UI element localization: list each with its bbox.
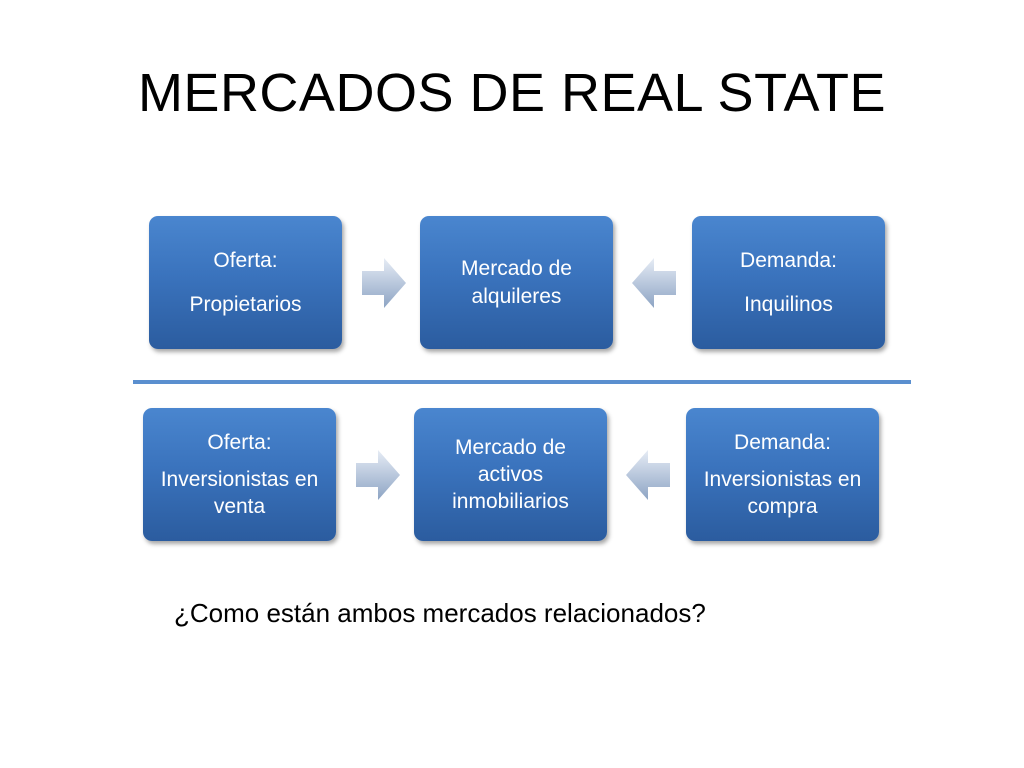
market-text-1: Mercado de — [461, 257, 572, 281]
market-text-2: alquileres — [471, 284, 562, 308]
supply-text-1: Inversionistas en — [160, 467, 319, 491]
market-text-2: activos — [477, 462, 544, 486]
market-box-rental: Mercado de alquileres — [420, 216, 613, 349]
supply-text-2: venta — [213, 495, 266, 519]
market-text-3: inmobiliarios — [452, 490, 569, 514]
supply-text: Propietarios — [189, 292, 302, 316]
question-text: ¿Como están ambos mercados relacionados? — [174, 598, 706, 628]
supply-box-rental: Oferta: Propietarios — [149, 216, 342, 349]
left-arrow-icon — [626, 450, 670, 500]
supply-heading: Oferta: — [207, 430, 272, 454]
right-arrow-icon — [362, 258, 406, 308]
demand-heading: Demanda: — [740, 249, 837, 273]
demand-box-rental: Demanda: Inquilinos — [692, 216, 885, 349]
demand-text-1: Inversionistas en — [703, 467, 862, 491]
demand-text: Inquilinos — [744, 292, 833, 316]
supply-heading: Oferta: — [213, 249, 278, 273]
demand-text-2: compra — [747, 495, 818, 519]
demand-box-assets: Demanda: Inversionistas en compra — [686, 408, 879, 541]
market-text-1: Mercado de — [455, 435, 566, 459]
left-arrow-icon — [632, 258, 676, 308]
market-box-assets: Mercado de activos inmobiliarios — [414, 408, 607, 541]
row-divider — [133, 380, 911, 384]
slide-title: MERCADOS DE REAL STATE — [137, 63, 887, 123]
right-arrow-icon — [356, 450, 400, 500]
demand-heading: Demanda: — [734, 430, 831, 454]
supply-box-assets: Oferta: Inversionistas en venta — [143, 408, 336, 541]
